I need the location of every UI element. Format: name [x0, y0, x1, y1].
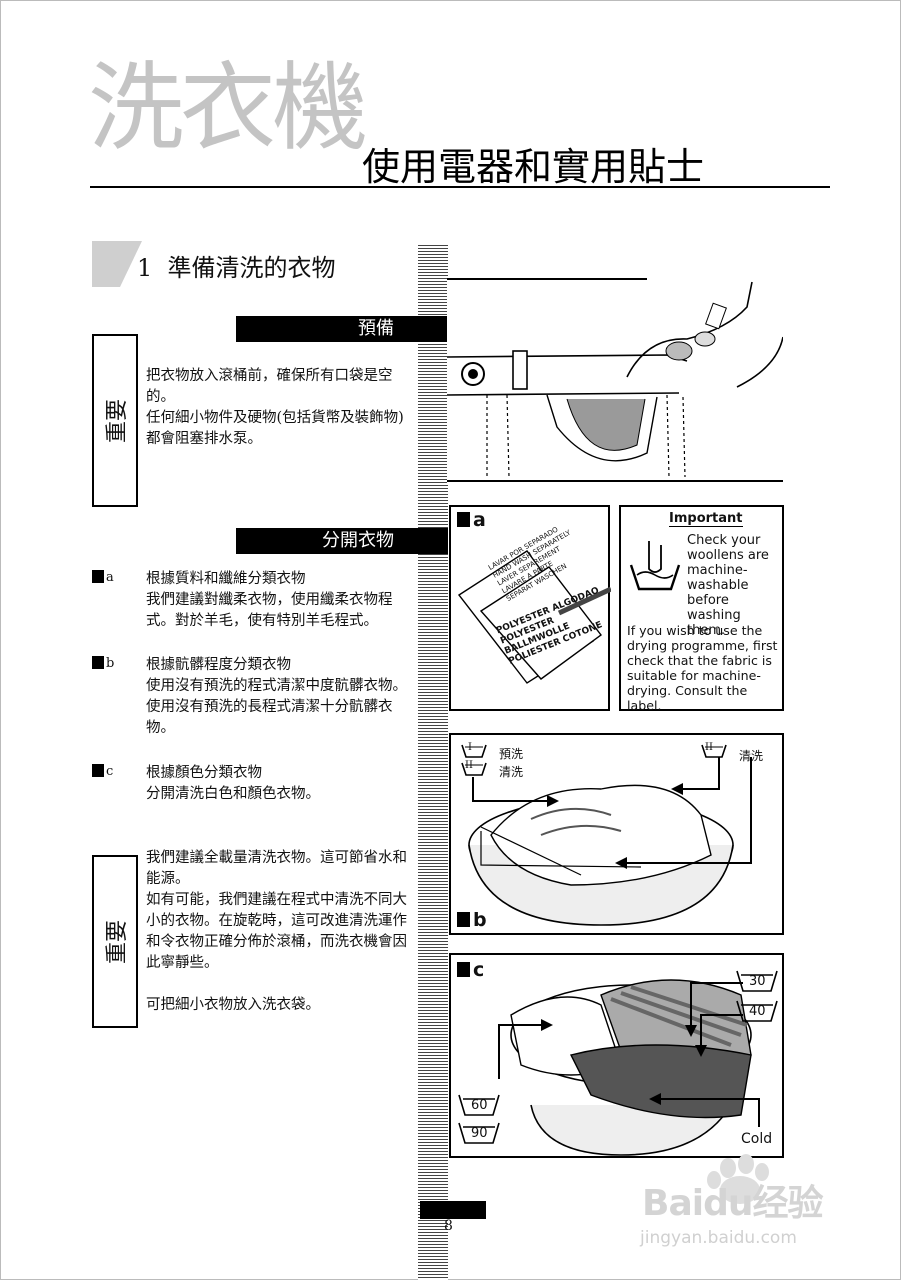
baidu-watermark: Baidu经验 jingyan.baidu.com — [640, 1150, 840, 1260]
panel-c: c 30 40 60 90 Cold — [449, 953, 784, 1158]
important2-paragraph: 我們建議全載量清洗衣物。這可節省水和 能源。 如有可能，我們建議在程式中清洗不同… — [146, 848, 407, 1016]
wash-symbol — [461, 761, 493, 783]
prewash-symbol — [461, 743, 493, 765]
cold-label: Cold — [741, 1131, 773, 1147]
bar-prep: 預備 — [236, 316, 448, 342]
paw-logo-icon — [707, 1154, 769, 1204]
panel-a-label: a — [457, 509, 486, 531]
bullet-a: a — [92, 570, 114, 585]
watermark-url: jingyan.baidu.com — [640, 1228, 797, 1248]
item-line: 使用沒有預洗的程式清潔中度骯髒衣物。 — [146, 678, 407, 694]
important-panel-text-2: If you wish to use the drying programme,… — [627, 623, 778, 713]
striped-column — [418, 245, 448, 1280]
wash-symbol-2 — [701, 743, 733, 765]
wash-symbol-mark: II — [465, 760, 473, 771]
important-box-2: 重要 — [92, 855, 138, 1028]
imp2-line: 和令衣物正確分佈於滾桶，而洗衣機會因 — [146, 934, 407, 950]
imp2-spacer — [146, 974, 407, 995]
imp2-line: 我們建議全載量清洗衣物。這可節省水和 — [146, 850, 407, 866]
item-line: 根據質料和纖維分類衣物 — [146, 571, 306, 587]
prep-line: 都會阻塞排水泵。 — [146, 431, 262, 447]
panel-b-label: b — [457, 909, 487, 931]
item-c-text: 根據顏色分類衣物 分開清洗白色和顏色衣物。 — [146, 763, 320, 805]
temp-30: 30 — [749, 974, 766, 989]
important-label: 重要 — [105, 919, 130, 964]
section-number: 1 — [137, 254, 153, 282]
prewash-label: 預洗 — [499, 747, 524, 761]
wash-label-2: 清洗 — [739, 749, 764, 763]
wool-wash-icon — [629, 541, 681, 591]
important-panel: Important Check your woollens are machin… — [619, 505, 784, 713]
pocket-illustration — [446, 277, 784, 485]
item-b-text: 根據骯髒程度分類衣物 使用沒有預洗的程式清潔中度骯髒衣物。 使用沒有預洗的長程式… — [146, 655, 407, 739]
watermark-brand: Baidu经验 — [642, 1183, 823, 1224]
important-label: 重要 — [105, 398, 130, 443]
section-heading-text: 準備清洗的衣物 — [167, 254, 336, 282]
temp-40: 40 — [749, 1004, 766, 1019]
imp2-line: 此寧靜些。 — [146, 955, 219, 971]
important-panel-text-1: Check your woollens are machine- washabl… — [687, 533, 769, 638]
temp-90: 90 — [471, 1126, 488, 1141]
item-line: 使用沒有預洗的長程式清潔十分骯髒衣 — [146, 699, 393, 715]
temp-60: 60 — [471, 1098, 488, 1113]
important-box-1: 重要 — [92, 334, 138, 507]
bullet-c: c — [92, 764, 113, 779]
panel-b-illustration — [468, 757, 752, 926]
page-subtitle: 使用電器和實用貼士 — [362, 145, 705, 189]
imp2-line: 小的衣物。在旋乾時，這可改進清洗運作 — [146, 913, 407, 929]
item-line: 我們建議對纖柔衣物，使用纖柔衣物程 — [146, 592, 393, 608]
bullet-b: b — [92, 656, 114, 671]
wash-symbol-2-mark: II — [705, 742, 713, 753]
prep-line: 的。 — [146, 389, 175, 405]
section-heading: 1 準備清洗的衣物 — [137, 248, 336, 283]
important-panel-title: Important — [669, 511, 743, 527]
panel-c-label: c — [457, 959, 484, 981]
title-rule — [90, 186, 830, 188]
page-number-bar — [420, 1201, 486, 1219]
item-a-text: 根據質料和纖維分類衣物 我們建議對纖柔衣物，使用纖柔衣物程 式。對於羊毛，使有特… — [146, 569, 393, 632]
item-line: 分開清洗白色和顏色衣物。 — [146, 786, 320, 802]
item-line: 物。 — [146, 720, 175, 736]
item-line: 根據骯髒程度分類衣物 — [146, 657, 291, 673]
care-label-illustration — [457, 550, 611, 684]
page-big-title: 洗衣機 — [88, 52, 368, 164]
page-number: 8 — [444, 1218, 453, 1234]
imp2-line: 如有可能，我們建議在程式中清洗不同大 — [146, 892, 407, 908]
panel-a: a LAVAR POR SEPARADO HAND WASH SEPARATEL… — [449, 505, 611, 711]
prewash-symbol-mark: I — [468, 742, 472, 753]
imp2-line: 能源。 — [146, 871, 190, 887]
wash-label: 清洗 — [499, 765, 524, 779]
bar-separate: 分開衣物 — [236, 528, 448, 554]
section-marker — [92, 241, 142, 287]
panel-b: I II 預洗 清洗 II 清洗 b — [449, 733, 784, 935]
prep-line: 把衣物放入滾桶前，確保所有口袋是空 — [146, 368, 393, 384]
prep-paragraph: 把衣物放入滾桶前，確保所有口袋是空 的。 任何細小物件及硬物(包括貨幣及裝飾物)… — [146, 366, 404, 450]
item-line: 根據顏色分類衣物 — [146, 765, 262, 781]
prep-line: 任何細小物件及硬物(包括貨幣及裝飾物) — [146, 410, 404, 426]
imp2-line: 可把細小衣物放入洗衣袋。 — [146, 997, 320, 1013]
item-line: 式。對於羊毛，使有特別羊毛程式。 — [146, 613, 378, 629]
panel-c-illustration — [458, 970, 778, 1156]
